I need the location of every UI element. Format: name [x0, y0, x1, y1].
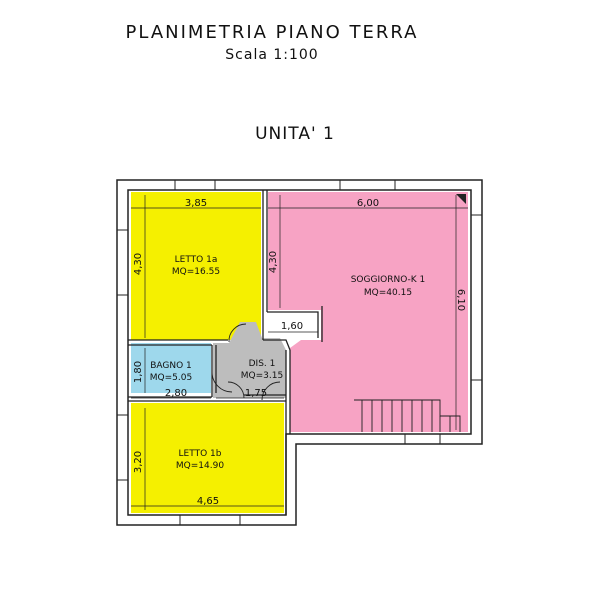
interior-walls [128, 190, 323, 515]
room-fill-soggiorno [268, 192, 468, 432]
plan-title: PLANIMETRIA PIANO TERRA [125, 22, 419, 43]
room-fill-letto-1a [131, 192, 261, 340]
dim-letto-1a-height: 4,30 [133, 253, 144, 275]
room-area-letto-1b: MQ=14.90 [176, 461, 224, 471]
room-fill-dis-1 [213, 322, 286, 398]
room-fill-letto-1b [131, 403, 284, 513]
staircase [354, 399, 461, 432]
room-fill-bagno-1 [131, 343, 211, 393]
dim-niche-width: 1,60 [281, 321, 303, 332]
room-area-dis-1: MQ=3.15 [241, 371, 283, 381]
room-area-bagno-1: MQ=5.05 [150, 373, 192, 383]
dim-letto-1b-width: 4,65 [197, 496, 219, 507]
window-marks [117, 180, 482, 525]
dim-dis-width: 1,75 [245, 388, 267, 399]
dimension-lines [131, 195, 468, 510]
dim-center-height: 4,30 [268, 251, 279, 273]
room-name-bagno-1: BAGNO 1 [150, 361, 192, 371]
room-name-dis-1: DIS. 1 [249, 359, 276, 369]
room-name-soggiorno: SOGGIORNO-K 1 [351, 275, 426, 285]
door-swings [211, 323, 281, 401]
dim-soggiorno-width: 6,00 [357, 198, 379, 209]
dim-letto-1b-height: 3,20 [133, 451, 144, 473]
room-area-letto-1a: MQ=16.55 [172, 267, 220, 277]
room-area-soggiorno: MQ=40.15 [364, 288, 412, 298]
dim-letto-1a-width: 3,85 [185, 198, 207, 209]
dim-bagno-width: 2,80 [165, 388, 187, 399]
dim-soggiorno-height: 6,10 [455, 289, 466, 311]
dim-bagno-height: 1,80 [133, 361, 144, 383]
unit-label: UNITA' 1 [255, 124, 335, 144]
plan-scale: Scala 1:100 [225, 47, 319, 63]
room-name-letto-1b: LETTO 1b [179, 449, 222, 459]
room-name-letto-1a: LETTO 1a [175, 255, 218, 265]
flue-marker [456, 194, 466, 204]
